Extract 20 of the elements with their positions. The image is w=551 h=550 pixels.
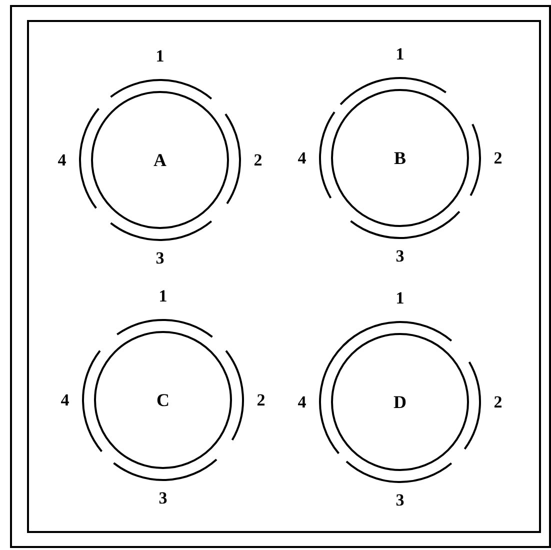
position-number: 3 (158, 490, 168, 506)
position-number: 1 (396, 46, 404, 62)
circle-letter: A (154, 151, 166, 169)
position-number: 4 (298, 394, 306, 410)
position-number: 4 (298, 150, 306, 166)
position-number: 2 (494, 150, 502, 166)
position-number: 4 (58, 152, 66, 168)
position-number: 3 (396, 248, 404, 264)
position-number: 4 (60, 392, 70, 408)
position-number: 3 (156, 250, 164, 266)
position-number: 1 (156, 48, 164, 64)
position-number: 2 (256, 392, 266, 408)
circle-letter: C (156, 391, 170, 409)
position-number: 2 (494, 394, 502, 410)
circle-letter: D (394, 393, 406, 411)
position-number: 3 (396, 492, 404, 508)
position-number: 2 (254, 152, 262, 168)
circle-letter: B (394, 149, 406, 167)
position-number: 1 (396, 290, 404, 306)
position-number: 1 (158, 288, 168, 304)
